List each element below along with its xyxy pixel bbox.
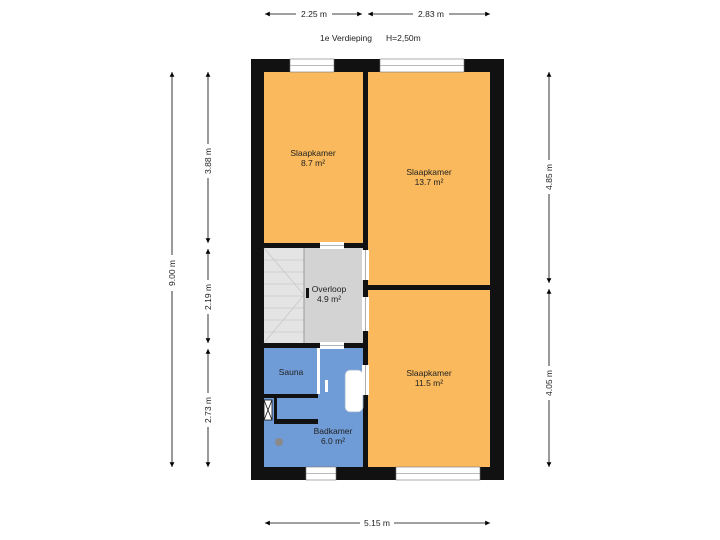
dim-top-right: 2.83 m (418, 9, 444, 19)
door-markers (320, 242, 369, 395)
dim-right-upper: 4.85 m (544, 164, 554, 190)
sauna-walls (263, 348, 328, 424)
label-slaapkamer-2-name: Slaapkamer (406, 167, 452, 177)
label-slaapkamer-1-name: Slaapkamer (290, 148, 336, 158)
windows (289, 58, 481, 481)
label-overloop-area: 4.9 m² (317, 294, 341, 304)
label-slaapkamer-3-area: 11.5 m² (415, 378, 443, 388)
top-dimensions: 2.25 m 2.83 m (265, 9, 490, 19)
right-segment-dimensions: 4.85 m 4.05 m (544, 72, 554, 467)
label-badkamer-name: Badkamer (314, 426, 353, 436)
label-badkamer-area: 6.0 m² (321, 436, 345, 446)
label-overloop-name: Overloop (312, 284, 347, 294)
floor-label: 1e Verdieping (320, 33, 372, 43)
bathroom-fixtures (275, 369, 364, 446)
staircase (263, 247, 309, 344)
room-slaapkamer-2 (368, 72, 490, 285)
left-total-dimension: 9.00 m (167, 72, 177, 467)
room-slaapkamer-1 (264, 72, 363, 243)
label-slaapkamer-1-area: 8.7 m² (301, 158, 325, 168)
dim-right-lower: 4.05 m (544, 370, 554, 396)
dim-top-left: 2.25 m (301, 9, 327, 19)
dim-bottom-total: 5.15 m (364, 518, 390, 528)
bottom-dimension: 5.15 m (265, 518, 490, 528)
room-slaapkamer-3 (368, 290, 490, 467)
drain-icon (275, 438, 283, 446)
left-segment-dimensions: 3.88 m 2.19 m 2.73 m (203, 72, 213, 467)
height-label: H=2,50m (386, 33, 421, 43)
label-slaapkamer-2-area: 13.7 m² (415, 177, 444, 187)
dim-left-upper: 3.88 m (203, 148, 213, 174)
dim-left-middle: 2.19 m (203, 284, 213, 310)
dim-left-lower: 2.73 m (203, 397, 213, 423)
label-sauna-name: Sauna (279, 367, 304, 377)
label-slaapkamer-3-name: Slaapkamer (406, 368, 452, 378)
dim-left-total: 9.00 m (167, 260, 177, 286)
